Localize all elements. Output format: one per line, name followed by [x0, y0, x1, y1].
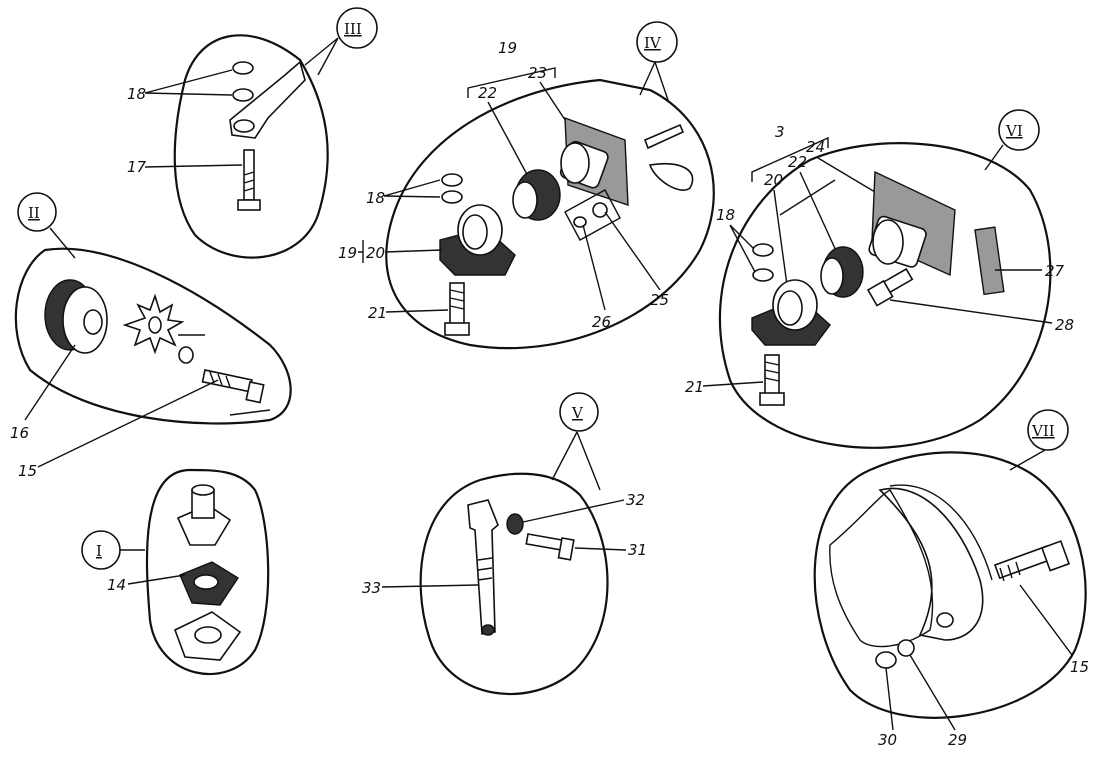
label-23: 23	[528, 64, 547, 82]
label-29: 29	[948, 731, 967, 749]
label-14: 14	[107, 576, 126, 594]
label-33: 33	[362, 579, 381, 597]
label-15: 15	[18, 462, 37, 480]
label-22-top: 22	[478, 84, 497, 102]
label-31: 31	[628, 541, 647, 559]
group-VI: VI 3 20 22 24 18 28 27	[685, 109, 1074, 449]
group-label-VI: VI	[1005, 122, 1023, 140]
label-27: 27	[1045, 262, 1065, 280]
group-label-VII: VII	[1031, 422, 1055, 440]
label-19-top: 19	[498, 39, 517, 57]
label-25: 25	[650, 291, 669, 309]
label-15-VII: 15	[1070, 658, 1089, 676]
group-label-III: III	[344, 20, 362, 38]
group-II: II 16 15	[10, 192, 292, 480]
label-16: 16	[10, 424, 29, 442]
label-28: 28	[1055, 316, 1074, 334]
group-V: V 33 32 31	[362, 392, 647, 696]
label-21-IV: 21	[368, 304, 387, 322]
group-label-II: II	[28, 204, 40, 222]
label-19-side: 19	[338, 244, 357, 262]
label-18-IV: 18	[366, 189, 385, 207]
label-17: 17	[127, 158, 147, 176]
group-I: I 14	[81, 468, 270, 675]
label-3: 3	[775, 123, 785, 141]
label-18-VI: 18	[716, 206, 735, 224]
label-20-IV: 20	[366, 244, 385, 262]
label-20-VI: 20	[764, 171, 783, 189]
group-label-V: V	[571, 404, 584, 422]
label-30: 30	[878, 731, 897, 749]
group-label-IV: IV	[644, 34, 662, 52]
label-18: 18	[127, 85, 146, 103]
group-IV: IV 19 22 23 18 19 20	[338, 21, 715, 350]
label-32: 32	[626, 491, 645, 509]
group-III: III 18 17	[127, 7, 378, 259]
label-26: 26	[592, 313, 611, 331]
label-24: 24	[806, 138, 825, 156]
group-label-I: I	[96, 542, 102, 560]
label-22-VI: 22	[788, 153, 807, 171]
label-21-VI: 21	[685, 378, 704, 396]
group-VII: VII 15 30 29	[813, 409, 1089, 749]
